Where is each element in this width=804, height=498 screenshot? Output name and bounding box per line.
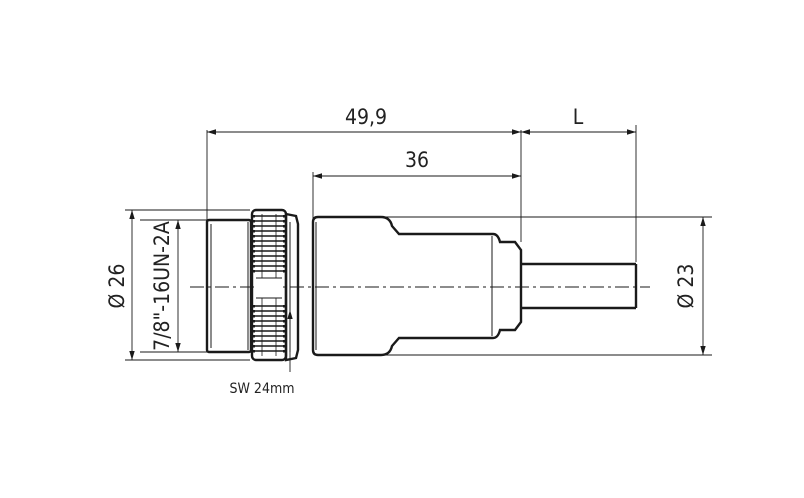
overall-length-label: 49,9 [345, 105, 387, 129]
cable [521, 262, 638, 310]
body-length-label: 36 [405, 148, 429, 172]
wrench-size-label: SW 24mm [229, 381, 294, 397]
knurled-nut [250, 208, 288, 362]
thread-diameter-label: Ø 26 [105, 264, 129, 309]
connector-body [311, 215, 523, 357]
thread-spec-label: 7/8"-16UN-2A [150, 221, 174, 351]
threaded-coupling [205, 218, 253, 354]
body-diameter-label: Ø 23 [674, 264, 698, 309]
cable-length-label: L [573, 105, 584, 129]
